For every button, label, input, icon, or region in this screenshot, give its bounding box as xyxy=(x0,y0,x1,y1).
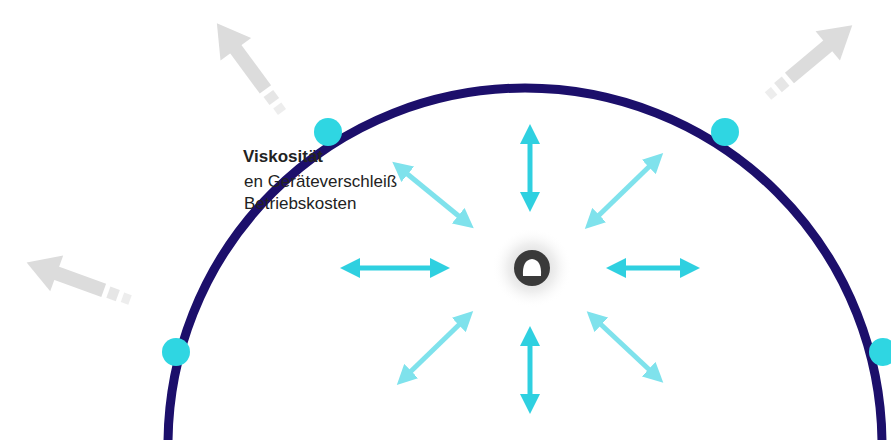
pellet-hole xyxy=(523,259,541,276)
double-arrow xyxy=(400,168,466,222)
arc-dot xyxy=(162,338,190,366)
note-label: Betriebskosten xyxy=(244,194,356,214)
pellet-object xyxy=(492,228,572,308)
outward-arrows xyxy=(20,11,864,318)
note-label: en Geräteverschleiß xyxy=(244,172,397,192)
arc-dot xyxy=(711,118,739,146)
heading-label: Viskosität xyxy=(243,147,323,167)
outward-arrow xyxy=(202,12,298,123)
arc-dot xyxy=(314,118,342,146)
arc-dot xyxy=(869,338,891,366)
outward-arrow xyxy=(20,245,136,318)
pellet-halo xyxy=(492,228,572,308)
double-arrow xyxy=(594,318,656,376)
boundary-arc xyxy=(168,88,882,440)
pellet-ring xyxy=(514,250,550,286)
double-arrow xyxy=(404,318,466,378)
outward-arrow xyxy=(756,11,865,111)
double-arrow xyxy=(350,266,440,271)
double-arrow xyxy=(592,160,656,222)
double-arrow xyxy=(528,134,533,202)
double-arrow xyxy=(616,266,690,271)
pressure-arrows xyxy=(350,134,690,404)
double-arrow xyxy=(528,336,533,404)
arc-dots xyxy=(162,118,891,366)
